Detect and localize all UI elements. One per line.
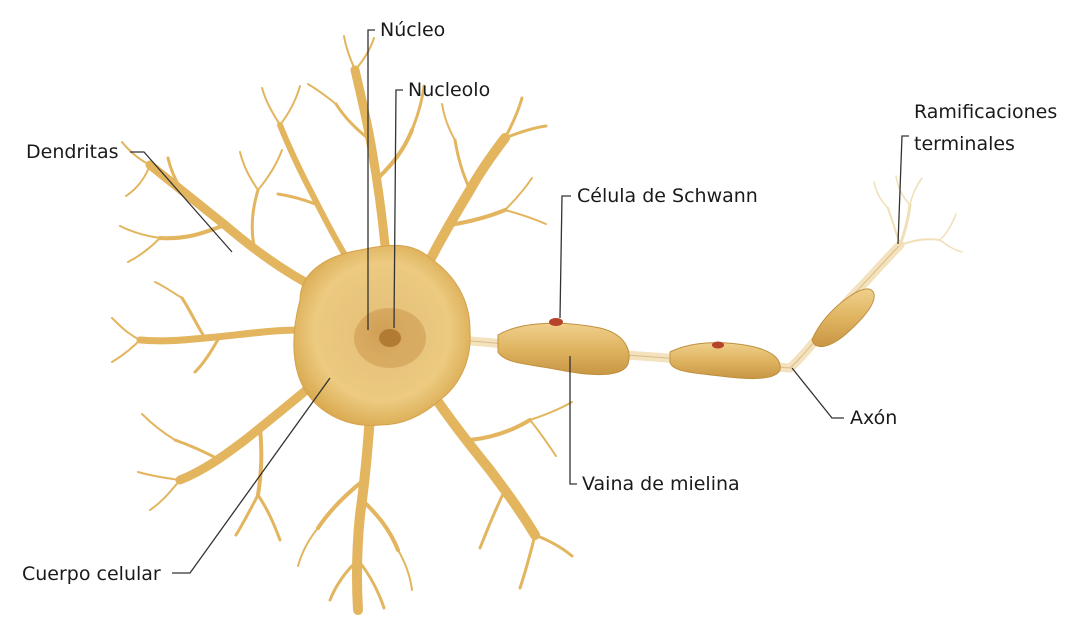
label-dendritas: Dendritas (26, 141, 119, 163)
label-nucleo: Núcleo (380, 19, 445, 41)
myelin-segment-3 (812, 289, 874, 347)
myelin-segment-1 (498, 323, 629, 374)
label-nucleolo: Nucleolo (408, 79, 490, 101)
cell-body (294, 245, 470, 425)
label-ramificaciones-line1: Ramificaciones (914, 101, 1057, 123)
label-cuerpo-celular: Cuerpo celular (22, 563, 161, 585)
leader-lines (130, 30, 909, 573)
schwann-cell-nucleus (549, 318, 563, 326)
label-celula-schwann: Célula de Schwann (577, 185, 758, 207)
myelin-sheath (498, 289, 874, 379)
schwann-cell-nucleus-2 (712, 342, 724, 349)
myelin-segment-2 (670, 343, 780, 379)
terminal-branches (874, 176, 962, 252)
label-ramificaciones-line2: terminales (914, 133, 1015, 155)
nucleolus (379, 329, 401, 347)
label-axon: Axón (850, 407, 897, 429)
label-vaina-mielina: Vaina de mielina (582, 473, 740, 495)
